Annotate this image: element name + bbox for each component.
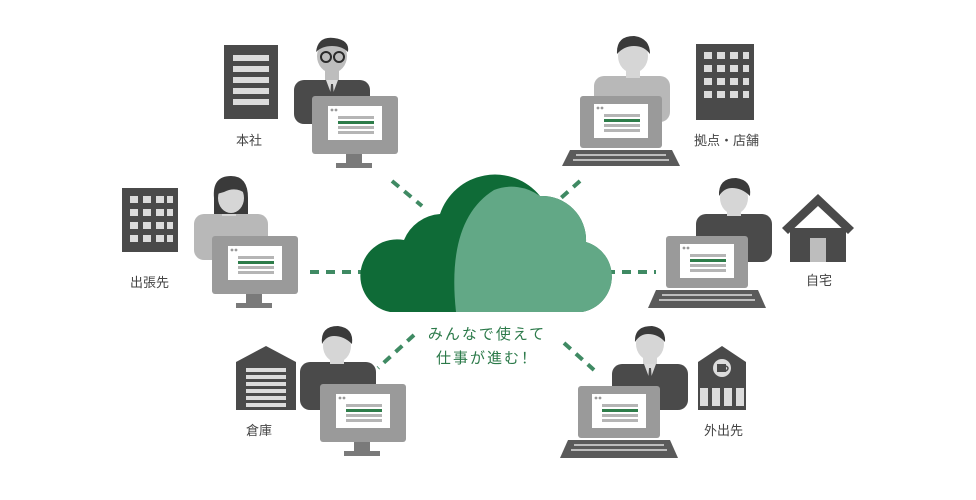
warehouse-icon [236,346,296,410]
label-head-office: 本社 [236,134,263,149]
label-branch-store: 拠点・店舗 [694,134,760,149]
branch-store-laptop-icon [562,96,680,166]
label-outside: 外出先 [704,424,744,439]
label-home: 自宅 [806,274,833,289]
home-laptop-icon [648,236,766,308]
head-office-monitor-icon [312,96,398,168]
head-office-building-icon [224,45,278,119]
connector-head-office [390,179,424,208]
cafe-icon [698,346,746,410]
business-trip-building-icon [122,188,178,252]
business-trip-monitor-icon [212,236,298,308]
warehouse-monitor-icon [320,384,406,456]
cloud-icon [360,174,612,312]
tagline-line-2: 仕事が進む！ [435,349,538,367]
label-warehouse: 倉庫 [246,424,273,439]
connector-warehouse [376,333,416,370]
tagline-line-1: みんなで使えて [427,325,547,343]
label-business-trip: 出張先 [130,276,170,291]
connector-branch-store [550,179,582,208]
connector-outside [562,341,596,372]
outside-laptop-icon [560,386,678,458]
branch-store-building-icon [696,44,754,120]
tagline: みんなで使えて 仕事が進む！ [412,322,562,370]
house-icon [782,194,854,262]
